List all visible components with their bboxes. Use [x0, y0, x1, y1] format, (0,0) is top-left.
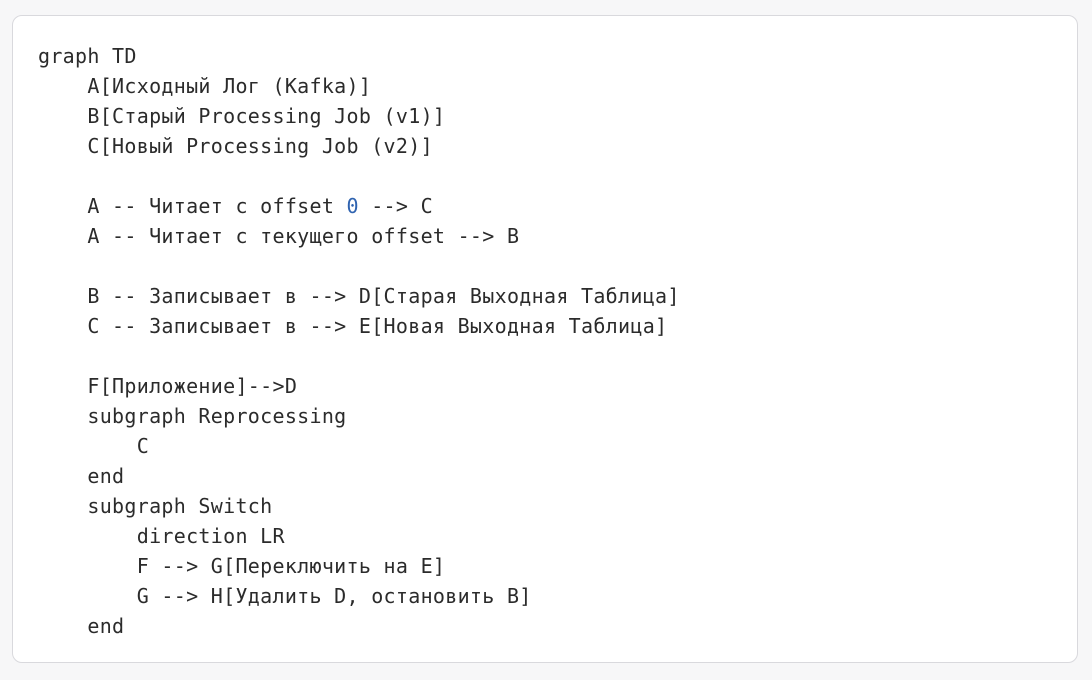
code-line: G --> H[Удалить D, остановить B]: [38, 584, 532, 608]
code-line: F --> G[Переключить на E]: [38, 554, 446, 578]
code-line: A -- Читает с текущего offset --> B: [38, 224, 520, 248]
code-content: graph TD A[Исходный Лог (Kafka)] B[Стары…: [38, 41, 680, 641]
code-line: end: [38, 614, 125, 638]
code-line: [38, 251, 680, 281]
code-text: --> C: [358, 194, 433, 218]
code-line: graph TD: [38, 44, 137, 68]
number-literal: 0: [346, 194, 359, 218]
code-line: F[Приложение]-->D: [38, 374, 298, 398]
code-text: A -- Читает с offset: [38, 194, 347, 218]
code-line: end: [38, 464, 125, 488]
code-line: [38, 161, 680, 191]
code-line: C: [38, 434, 150, 458]
code-line: C -- Записывает в --> E[Новая Выходная Т…: [38, 314, 668, 338]
code-line: subgraph Reprocessing: [38, 404, 347, 428]
code-line: [38, 341, 680, 371]
code-line: A -- Читает с offset 0 --> C: [38, 191, 680, 221]
code-line: direction LR: [38, 524, 285, 548]
code-block: graph TD A[Исходный Лог (Kafka)] B[Стары…: [12, 15, 1078, 663]
code-line: B -- Записывает в --> D[Старая Выходная …: [38, 284, 680, 308]
code-line: subgraph Switch: [38, 494, 273, 518]
code-line: C[Новый Processing Job (v2)]: [38, 134, 433, 158]
code-line: A[Исходный Лог (Kafka)]: [38, 74, 372, 98]
code-line: B[Старый Processing Job (v1)]: [38, 104, 446, 128]
